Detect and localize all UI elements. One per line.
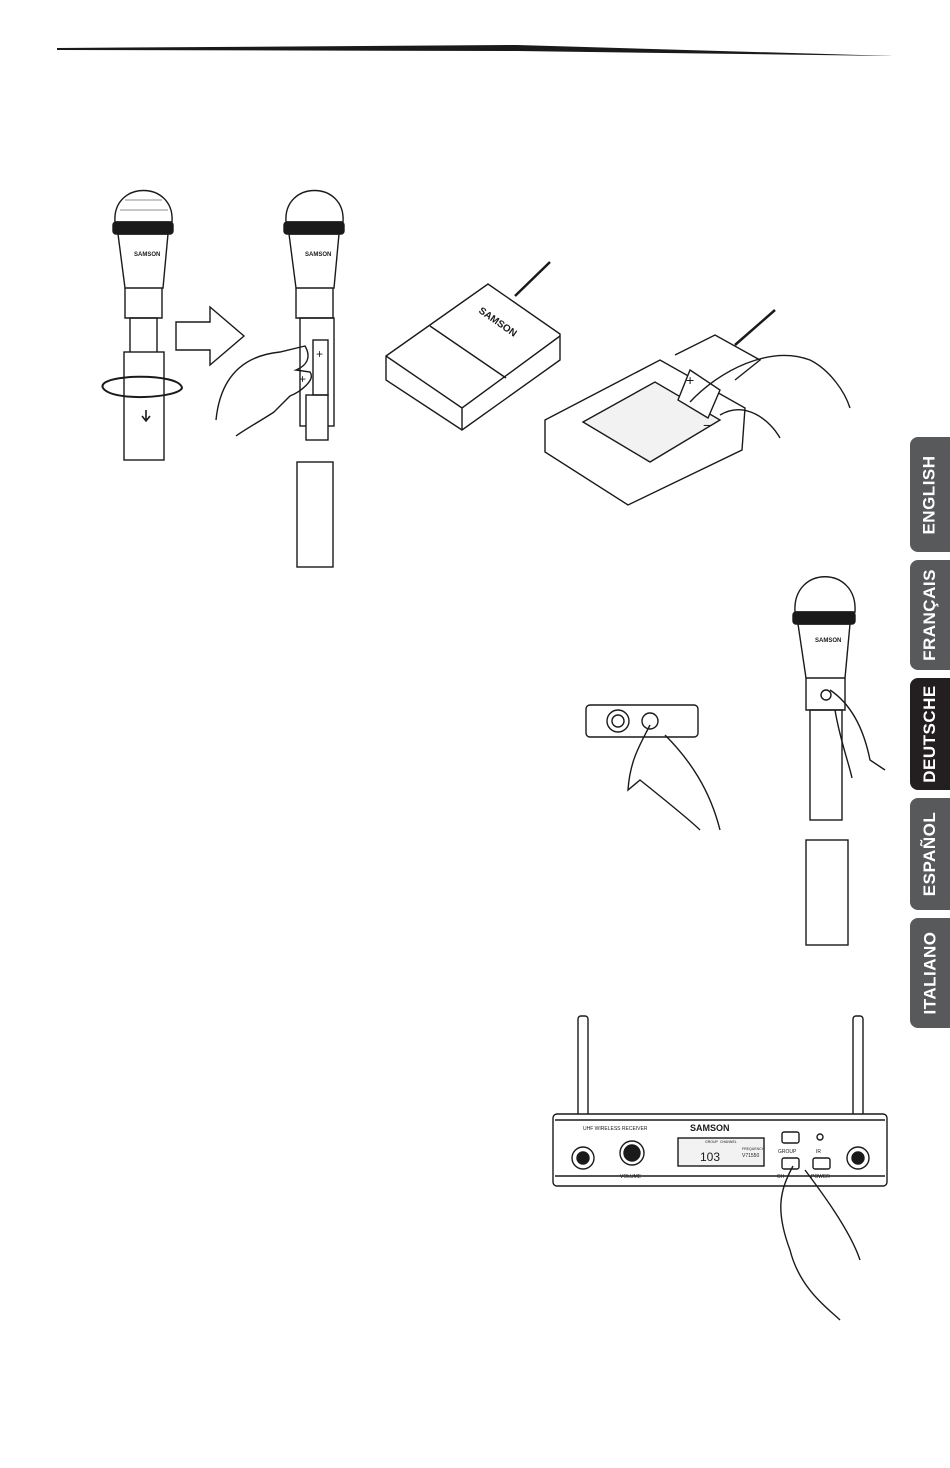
svg-text:FREQUENCY: FREQUENCY bbox=[742, 1147, 765, 1151]
svg-text:V71550: V71550 bbox=[742, 1153, 759, 1159]
svg-text:POWER: POWER bbox=[811, 1174, 830, 1180]
svg-text:−: − bbox=[703, 417, 711, 433]
tab-deutsche[interactable]: DEUTSCHE bbox=[910, 678, 950, 790]
svg-text:+: + bbox=[299, 372, 306, 386]
tab-italiano[interactable]: ITALIANO bbox=[910, 918, 950, 1028]
svg-text:SAMSON: SAMSON bbox=[815, 638, 841, 644]
svg-text:SAMSON: SAMSON bbox=[305, 252, 331, 258]
svg-text:VOLUME: VOLUME bbox=[620, 1174, 642, 1180]
svg-text:CH: CH bbox=[777, 1174, 785, 1180]
svg-text:103: 103 bbox=[700, 1150, 720, 1164]
svg-text:SAMSON: SAMSON bbox=[134, 252, 160, 258]
tab-francais[interactable]: FRANÇAIS bbox=[910, 560, 950, 670]
tab-english[interactable]: ENGLISH bbox=[910, 437, 950, 552]
svg-text:SAMSON: SAMSON bbox=[476, 305, 518, 339]
svg-text:CHANNEL: CHANNEL bbox=[720, 1140, 737, 1144]
svg-text:IR: IR bbox=[816, 1149, 821, 1155]
svg-text:+: + bbox=[316, 347, 323, 361]
header-rule bbox=[57, 40, 897, 60]
svg-text:GROUP: GROUP bbox=[778, 1149, 797, 1155]
svg-text:+: + bbox=[686, 372, 694, 388]
svg-text:SAMSON: SAMSON bbox=[690, 1123, 730, 1133]
tab-espanol[interactable]: ESPAÑOL bbox=[910, 798, 950, 910]
svg-text:UHF WIRELESS RECEIVER: UHF WIRELESS RECEIVER bbox=[583, 1126, 648, 1132]
mic-grille bbox=[115, 191, 172, 223]
svg-text:GROUP: GROUP bbox=[705, 1140, 719, 1144]
